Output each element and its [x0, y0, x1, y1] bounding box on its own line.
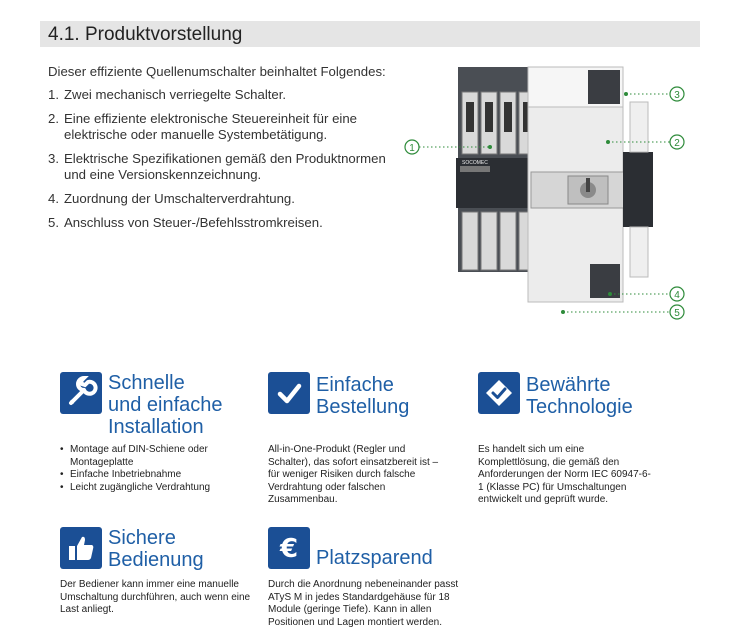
feature-description: All-in-One-Produkt (Regler und Schalter)… — [268, 444, 439, 505]
feature-operation: Sichere Bedienung Der Bediener kann imme… — [60, 527, 260, 627]
euro-icon: € — [268, 527, 310, 569]
feature-description: Der Bediener kann immer eine manuelle Um… — [60, 579, 251, 615]
feature-ordering: Einfache Bestellung All-in-One-Produkt (… — [268, 372, 458, 505]
list-item: 4.Zuordnung der Umschalterverdrahtung. — [48, 191, 295, 206]
list-item: Leicht zugängliche Verdrahtung — [60, 482, 260, 495]
list-item: Einfache Inbetriebnahme — [60, 469, 260, 482]
callout-1: 1 — [409, 143, 415, 154]
feature-title: Einfache Bestellung — [316, 374, 410, 418]
list-item: 2.Eine effiziente elektronische Steuerei… — [48, 111, 357, 142]
section-title: 4.1. Produktvorstellung — [48, 24, 243, 45]
feature-title: Platzsparend — [316, 547, 433, 569]
feature-description: Es handelt sich um eine Komplettlösung, … — [478, 444, 651, 505]
checkmark-icon — [268, 372, 310, 414]
feature-title: Sichere Bedienung — [108, 527, 204, 571]
component-list: 1.Zwei mechanisch verriegelte Schalter. … — [48, 87, 388, 239]
feature-bullets: Montage auf DIN-Schiene oder Montageplat… — [60, 444, 260, 494]
callout-4: 4 — [674, 290, 680, 301]
transfer-switch-drawing: SOCOMEC — [404, 66, 685, 320]
thumbs-up-icon — [60, 527, 102, 569]
list-item: 3.Elektrische Spezifikationen gemäß den … — [48, 151, 386, 182]
callout-2: 2 — [674, 138, 680, 149]
feature-description: Durch die Anordnung nebeneinander passt … — [268, 579, 459, 628]
list-item: 1.Zwei mechanisch verriegelte Schalter. — [48, 87, 287, 102]
svg-text:€: € — [279, 534, 298, 564]
callout-3: 3 — [674, 90, 680, 101]
feature-installation: Schnelle und einfache Installation Monta… — [60, 372, 270, 494]
feature-title: Schnelle und einfache Installation — [108, 372, 223, 438]
list-item: 5.Anschluss von Steuer-/Befehlsstromkrei… — [48, 215, 323, 230]
wrench-icon — [60, 372, 102, 414]
list-item: Montage auf DIN-Schiene oder Montageplat… — [60, 444, 260, 469]
section-header: 4.1. Produktvorstellung — [40, 21, 700, 47]
feature-title: Bewährte Technologie — [526, 374, 633, 418]
feature-space: € Platzsparend Durch die Anordnung neben… — [268, 527, 468, 637]
intro-text: Dieser effiziente Quellenumschalter bein… — [48, 64, 386, 79]
product-illustration: SOCOMEC — [398, 62, 698, 324]
brand-label: SOCOMEC — [462, 160, 488, 166]
feature-technology: Bewährte Technologie Es handelt sich um … — [478, 372, 678, 512]
tag-check-icon — [478, 372, 520, 414]
callout-5: 5 — [674, 308, 680, 319]
